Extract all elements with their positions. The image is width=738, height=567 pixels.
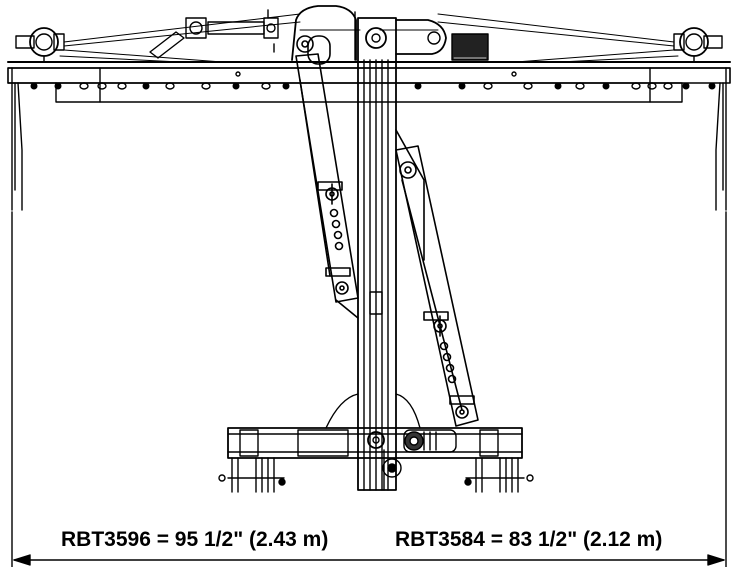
dimension-label-rbt3584: RBT3584 = 83 1/2" (2.12 m) [392,527,666,553]
mainframe-beam [7,61,731,103]
brace-rods [59,13,679,63]
gearbox-housing [291,5,489,61]
right-lower-brackets [464,457,534,493]
width-dimension-line [11,211,727,567]
left-hub [15,27,65,63]
lower-hitch-frame [227,393,523,491]
left-lower-brackets [218,457,286,493]
right-parking-stand [395,129,479,427]
left-side-shield [11,67,23,211]
right-side-shield [715,67,727,211]
left-parking-stand [295,35,359,319]
right-hub [673,27,723,63]
beam-slots [79,71,673,90]
beam-bolts [30,82,716,90]
pto-driveline [149,9,279,59]
hitch-mast [354,11,397,491]
dimension-label-rbt3596: RBT3596 = 95 1/2" (2.43 m) [58,527,332,553]
